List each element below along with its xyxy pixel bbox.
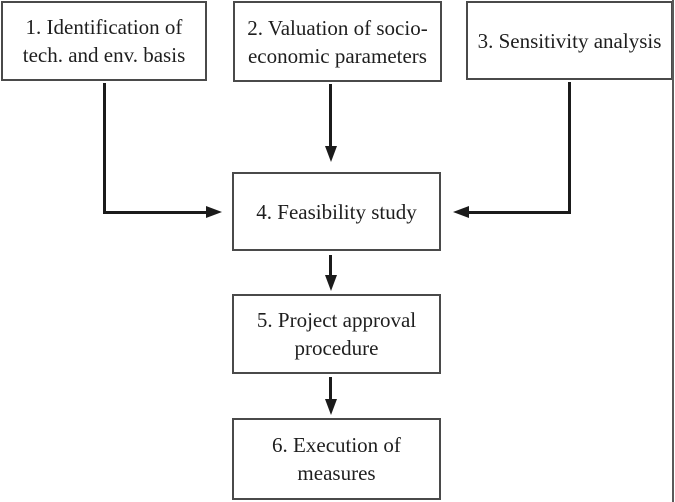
- flow-step-text-line: 6. Execution of: [272, 433, 401, 457]
- arrow-step5-to-step6-arrowhead-icon: [325, 399, 337, 415]
- flow-step-1-identification: 1. Identification of tech. and env. basi…: [1, 1, 207, 81]
- flow-step-5-approval: 5. Project approval procedure: [232, 294, 441, 374]
- arrow-step3-to-step4-horizontal-segment: [469, 211, 571, 214]
- flow-step-text-line: economic parameters: [247, 43, 427, 68]
- arrow-step2-to-step4-arrowhead-icon: [325, 146, 337, 162]
- arrow-step3-to-step4-vertical-segment: [568, 82, 571, 214]
- flow-step-text-line: procedure: [294, 336, 379, 360]
- arrow-step1-to-step4-vertical-segment: [103, 83, 106, 214]
- flow-step-4-feasibility: 4. Feasibility study: [232, 172, 441, 251]
- arrow-step1-to-step4-horizontal-segment: [103, 211, 207, 214]
- flow-step-2-label: 2. Valuation of socio- economic paramete…: [247, 14, 427, 70]
- flow-step-text-line: 3. Sensitivity analysis: [477, 28, 662, 53]
- flow-step-text-line: 1. Identification of: [25, 15, 183, 39]
- flow-step-text-line: 5. Project approval: [256, 308, 417, 332]
- arrow-step2-to-step4-vertical-segment: [329, 84, 332, 146]
- flow-step-2-valuation: 2. Valuation of socio- economic paramete…: [233, 1, 442, 82]
- flow-step-1-label: 1. Identification of tech. and env. basi…: [23, 13, 186, 69]
- arrow-step3-to-step4-arrowhead-icon: [453, 206, 469, 218]
- flow-step-text-line: tech. and env. basis: [22, 43, 186, 67]
- flow-step-3-label: 3. Sensitivity analysis: [478, 27, 662, 55]
- arrow-step4-to-step5-vertical-segment: [329, 255, 332, 276]
- flow-step-6-label: 6. Execution of measures: [272, 431, 401, 487]
- arrow-step1-to-step4-arrowhead-icon: [206, 206, 222, 218]
- flow-step-text-line: 2. Valuation of socio-: [247, 15, 428, 40]
- arrow-step5-to-step6-vertical-segment: [329, 377, 332, 400]
- flow-step-text-line: measures: [297, 461, 376, 485]
- flow-step-6-execution: 6. Execution of measures: [232, 418, 441, 500]
- figure-right-border-rule: [672, 0, 674, 502]
- flow-step-text-line: 4. Feasibility study: [256, 199, 417, 224]
- arrow-step4-to-step5-arrowhead-icon: [325, 275, 337, 291]
- flow-step-3-sensitivity: 3. Sensitivity analysis: [466, 1, 673, 80]
- flow-step-5-label: 5. Project approval procedure: [257, 306, 416, 362]
- flow-step-4-label: 4. Feasibility study: [256, 198, 416, 226]
